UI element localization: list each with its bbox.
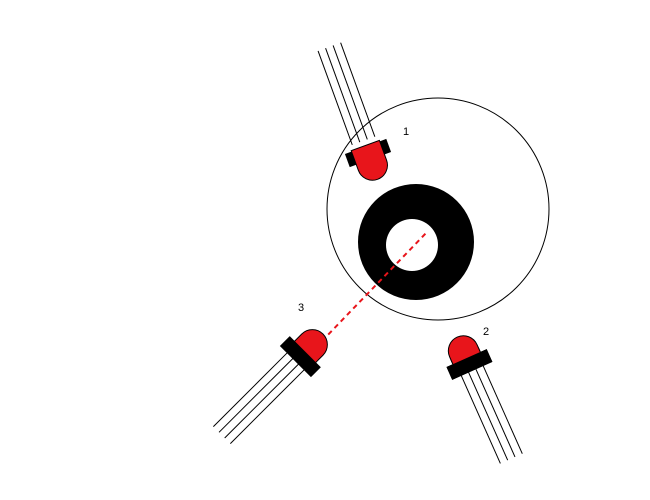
sensor-3-label: 3 [298, 302, 304, 314]
sensor-1-label: 1 [403, 126, 409, 138]
sensor-1 [317, 42, 392, 181]
sensor-3-leads [213, 351, 306, 444]
sensor-2-label: 2 [483, 326, 489, 338]
sensor-1-led [350, 139, 388, 181]
ring-target [358, 184, 474, 300]
sensor-1-leads [317, 42, 376, 146]
sensor-2 [446, 335, 523, 464]
sensor-3-base [279, 336, 321, 378]
outer-circle [326, 97, 550, 321]
sensor-2-leads [459, 362, 523, 464]
sensor-3 [213, 329, 328, 444]
sensor-2-base-front [446, 349, 493, 380]
laser-beam [321, 230, 429, 342]
sensor-3-led [288, 329, 328, 369]
